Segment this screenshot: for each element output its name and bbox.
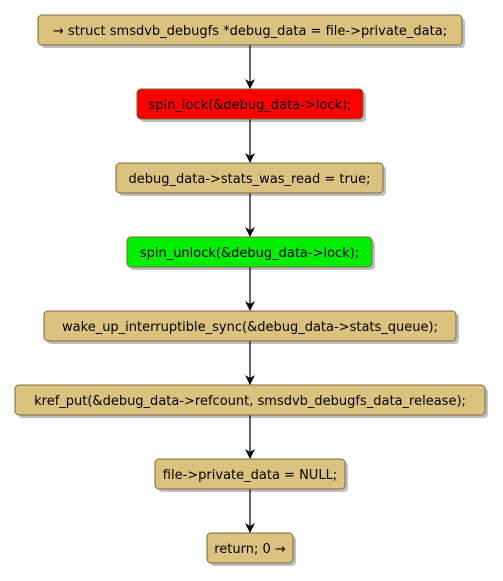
flow-node-n6: kref_put(&debug_data->refcount, smsdvb_d… [14, 384, 486, 416]
node-label: file->private_data = NULL; [163, 468, 337, 483]
flow-node-n8: return; 0 → [206, 532, 294, 564]
flow-node-n5: wake_up_interruptible_sync(&debug_data->… [43, 310, 457, 342]
node-box [115, 162, 384, 194]
node-label: spin_unlock(&debug_data->lock); [140, 246, 359, 261]
flow-node-n3: debug_data->stats_was_read = true; [115, 162, 384, 194]
node-box [37, 14, 463, 46]
node-label: kref_put(&debug_data->refcount, smsdvb_d… [34, 394, 466, 409]
node-label: spin_lock(&debug_data->lock); [149, 98, 352, 113]
node-box [126, 236, 373, 268]
node-box [154, 458, 346, 490]
node-label: debug_data->stats_was_read = true; [129, 172, 371, 187]
node-label: wake_up_interruptible_sync(&debug_data->… [62, 320, 438, 335]
flow-node-n1: → struct smsdvb_debugfs *debug_data = fi… [37, 14, 463, 46]
node-label: return; 0 → [214, 542, 286, 557]
node-box [136, 88, 364, 120]
node-label: → struct smsdvb_debugfs *debug_data = fi… [53, 24, 447, 39]
node-box [14, 384, 486, 416]
flow-node-n7: file->private_data = NULL; [154, 458, 346, 490]
flow-node-n2: spin_lock(&debug_data->lock); [136, 88, 364, 120]
flow-node-n4: spin_unlock(&debug_data->lock); [126, 236, 373, 268]
flow-nodes: → struct smsdvb_debugfs *debug_data = fi… [14, 14, 486, 564]
node-box [43, 310, 457, 342]
node-box [206, 532, 294, 564]
